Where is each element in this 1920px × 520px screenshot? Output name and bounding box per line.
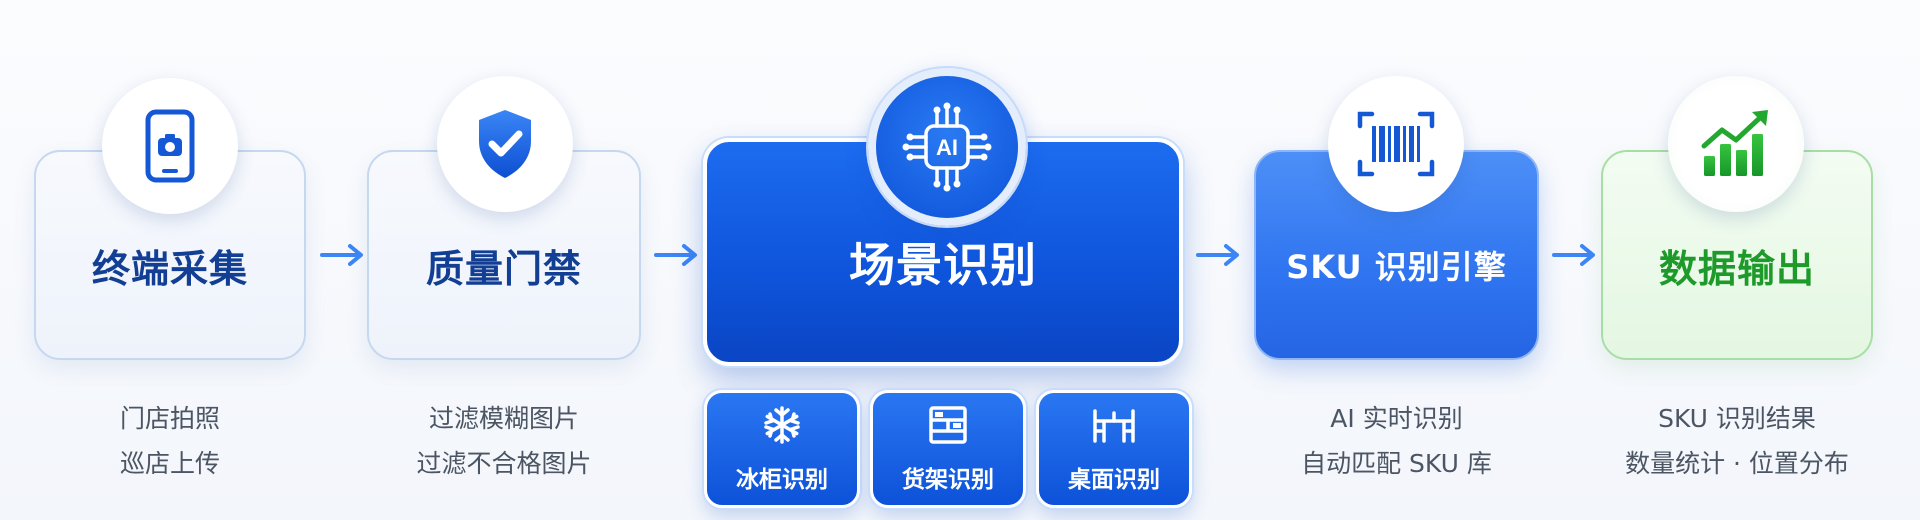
description-line: AI 实时识别 (1330, 404, 1463, 433)
growth-chart-icon (1668, 76, 1804, 212)
stage-description-quality-gate: 过滤模糊图片 过滤不合格图片 (367, 396, 641, 486)
stage-title: 终端采集 (91, 246, 248, 291)
stage-title: 场景识别 (849, 238, 1037, 292)
stage-title: 质量门禁 (425, 246, 582, 291)
ai-chip-icon: AI (868, 68, 1026, 226)
description-line: 数量统计 · 位置分布 (1625, 449, 1849, 478)
flow-arrow-icon (654, 242, 700, 273)
stage-description-sku-engine: AI 实时识别 自动匹配 SKU 库 (1254, 396, 1539, 486)
description-line: 门店拍照 (119, 404, 220, 433)
stage-description-data-output: SKU 识别结果 数量统计 · 位置分布 (1601, 396, 1873, 486)
scene-type-shelf: 货架识别 (870, 390, 1026, 508)
scene-type-table: 桌面识别 (1036, 390, 1192, 508)
stage-title: SKU 识别引擎 (1286, 248, 1507, 286)
stage-title: 数据输出 (1658, 246, 1815, 291)
shield-check-icon (437, 76, 573, 212)
description-line: SKU 识别结果 (1658, 404, 1816, 433)
scene-type-label: 桌面识别 (1068, 466, 1160, 493)
flow-arrow-icon (1552, 242, 1598, 273)
stage-description-terminal-capture: 门店拍照 巡店上传 (34, 396, 306, 486)
flow-arrow-icon (320, 242, 366, 273)
shelf-icon (927, 405, 969, 450)
description-line: 过滤模糊图片 (428, 404, 579, 433)
scene-type-freezer: 冰柜识别 (704, 390, 860, 508)
description-line: 过滤不合格图片 (416, 449, 592, 478)
scene-type-label: 冰柜识别 (736, 466, 828, 493)
smartphone-camera-icon (102, 78, 238, 214)
barcode-scan-icon (1328, 76, 1464, 212)
description-line: 巡店上传 (119, 449, 220, 478)
scene-type-label: 货架识别 (902, 466, 994, 493)
snowflake-icon (762, 405, 802, 450)
ai-chip-label: AI (936, 135, 958, 160)
table-icon (1091, 405, 1137, 450)
description-line: 自动匹配 SKU 库 (1301, 449, 1492, 478)
flow-arrow-icon (1196, 242, 1242, 273)
